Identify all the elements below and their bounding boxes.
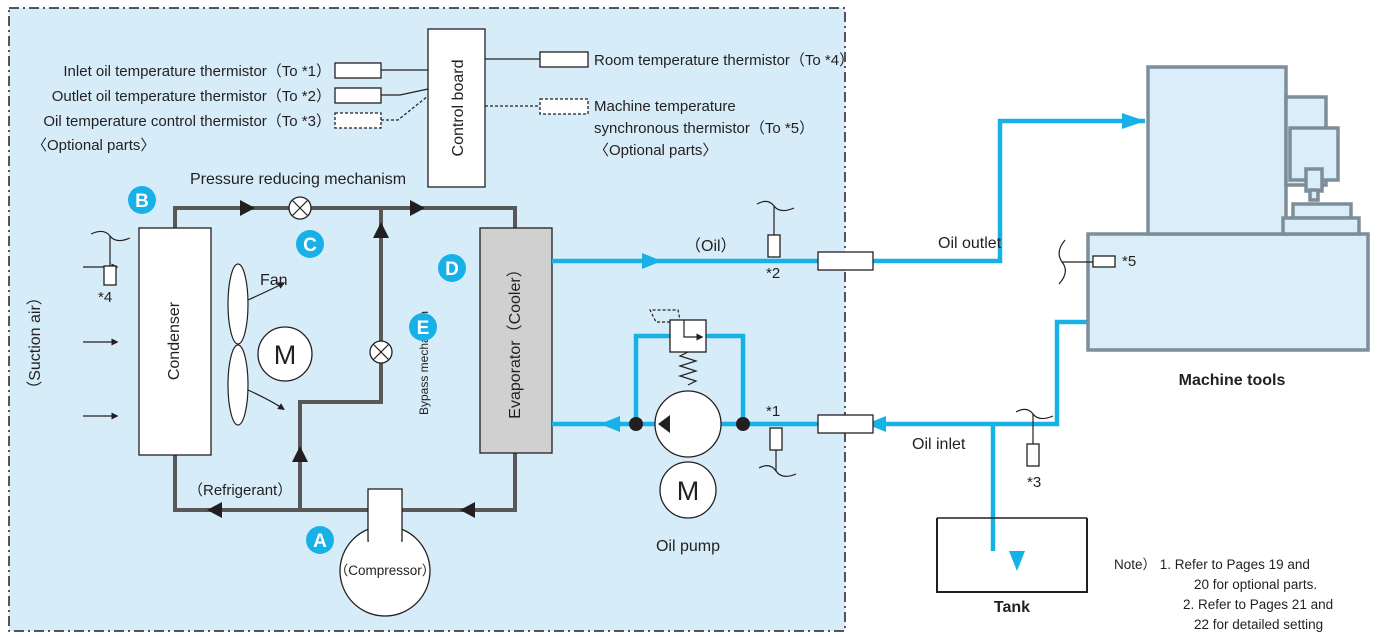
- optional-parts-left-label: 〈Optional parts〉: [32, 137, 155, 154]
- condenser-fan: [227, 263, 286, 426]
- mark-2-label: *2: [766, 265, 780, 282]
- badge-c: C: [296, 230, 324, 258]
- machine-thermistor-label-line1: Machine temperature: [594, 98, 736, 115]
- thermistor-4: [90, 230, 131, 286]
- machine-tool: [1086, 65, 1370, 352]
- control-board: [427, 28, 486, 188]
- refrigerant-label: （Refrigerant）: [188, 482, 292, 499]
- control-board-label: Control board: [450, 60, 467, 157]
- oil-inlet-label: Oil inlet: [912, 436, 966, 453]
- machine-thermistor-label-line2: synchronous thermistor（To *5）: [594, 120, 814, 137]
- outlet-thermistor-symbol: [334, 87, 382, 104]
- fan-label: Fan: [260, 272, 288, 289]
- mark-3-label: *3: [1027, 474, 1041, 491]
- badge-a: A: [306, 526, 334, 554]
- oil-label: （Oil）: [685, 237, 737, 255]
- junction-dot: [629, 417, 643, 431]
- oil-control-thermistor-label: Oil temperature control thermistor（To *3…: [43, 113, 331, 130]
- oil-outlet-coupler: [817, 251, 874, 271]
- fan-motor-label: M: [274, 340, 297, 370]
- note-line-4: 22 for detailed setting: [1194, 617, 1323, 632]
- room-thermistor-label: Room temperature thermistor（To *4）: [594, 52, 854, 69]
- evaporator: [479, 227, 553, 454]
- mark-1-label: *1: [766, 403, 780, 420]
- tank: [936, 517, 1088, 593]
- machine-tools-label: Machine tools: [1179, 372, 1286, 389]
- svg-text:D: D: [445, 259, 459, 280]
- refrigerant-circuit: Pressure reducing mechanism Bypass mecha…: [26, 171, 553, 617]
- note-line-3: 2. Refer to Pages 21 and: [1183, 597, 1333, 612]
- thermistor-2: [756, 200, 795, 258]
- oil-pump-label: Oil pump: [656, 538, 720, 555]
- svg-text:A: A: [313, 531, 327, 552]
- bypass-valve: [369, 340, 393, 364]
- note-line-1: Note） 1. Refer to Pages 19 and: [1114, 557, 1310, 572]
- pressure-reducing-valve: [288, 196, 312, 220]
- fan-motor: [257, 326, 313, 382]
- condenser-label: Condenser: [166, 301, 183, 380]
- control-section: Inlet oil temperature thermistor（To *1） …: [32, 28, 854, 188]
- tank-label: Tank: [994, 599, 1030, 616]
- room-thermistor-symbol: [539, 51, 589, 68]
- svg-text:B: B: [135, 191, 149, 212]
- compressor-label: （Compressor）: [335, 563, 436, 578]
- thermistor-1: [758, 427, 797, 477]
- condenser: [138, 227, 212, 456]
- badge-d: D: [438, 254, 466, 282]
- svg-text:C: C: [303, 235, 317, 256]
- compressor: [339, 488, 431, 617]
- machine-thermistor-symbol: [539, 98, 589, 115]
- oil-control-thermistor-symbol: [334, 112, 382, 129]
- suction-air-label: （Suction air）: [26, 289, 44, 397]
- mark-5-label: *5: [1122, 253, 1136, 270]
- inlet-thermistor-symbol: [334, 62, 382, 79]
- pressure-reducing-label: Pressure reducing mechanism: [190, 171, 406, 188]
- thermistor-5: [1058, 239, 1116, 285]
- thermistor-3: [1015, 408, 1054, 467]
- outlet-thermistor-label: Outlet oil temperature thermistor（To *2）: [52, 88, 331, 105]
- note-line-2: 20 for optional parts.: [1194, 577, 1317, 592]
- oil-circuit: *2 （Oil） *1 M Oil pump: [552, 113, 1145, 555]
- evaporator-label: Evaporator（Cooler）: [506, 261, 524, 418]
- oil-outlet-label: Oil outlet: [938, 235, 1002, 252]
- badge-e: E: [409, 313, 437, 341]
- optional-parts-right-label: 〈Optional parts〉: [594, 142, 717, 159]
- junction-dot: [736, 417, 750, 431]
- note: Note） 1. Refer to Pages 19 and 20 for op…: [1114, 557, 1333, 632]
- oil-inlet-coupler: [817, 414, 874, 434]
- inlet-thermistor-label: Inlet oil temperature thermistor（To *1）: [63, 63, 331, 80]
- badge-b: B: [128, 186, 156, 214]
- relief-valve: [649, 309, 707, 386]
- oil-pump: [654, 390, 722, 519]
- svg-text:E: E: [417, 318, 430, 339]
- mark-4-label: *4: [98, 289, 112, 306]
- pump-motor-label: M: [677, 476, 700, 506]
